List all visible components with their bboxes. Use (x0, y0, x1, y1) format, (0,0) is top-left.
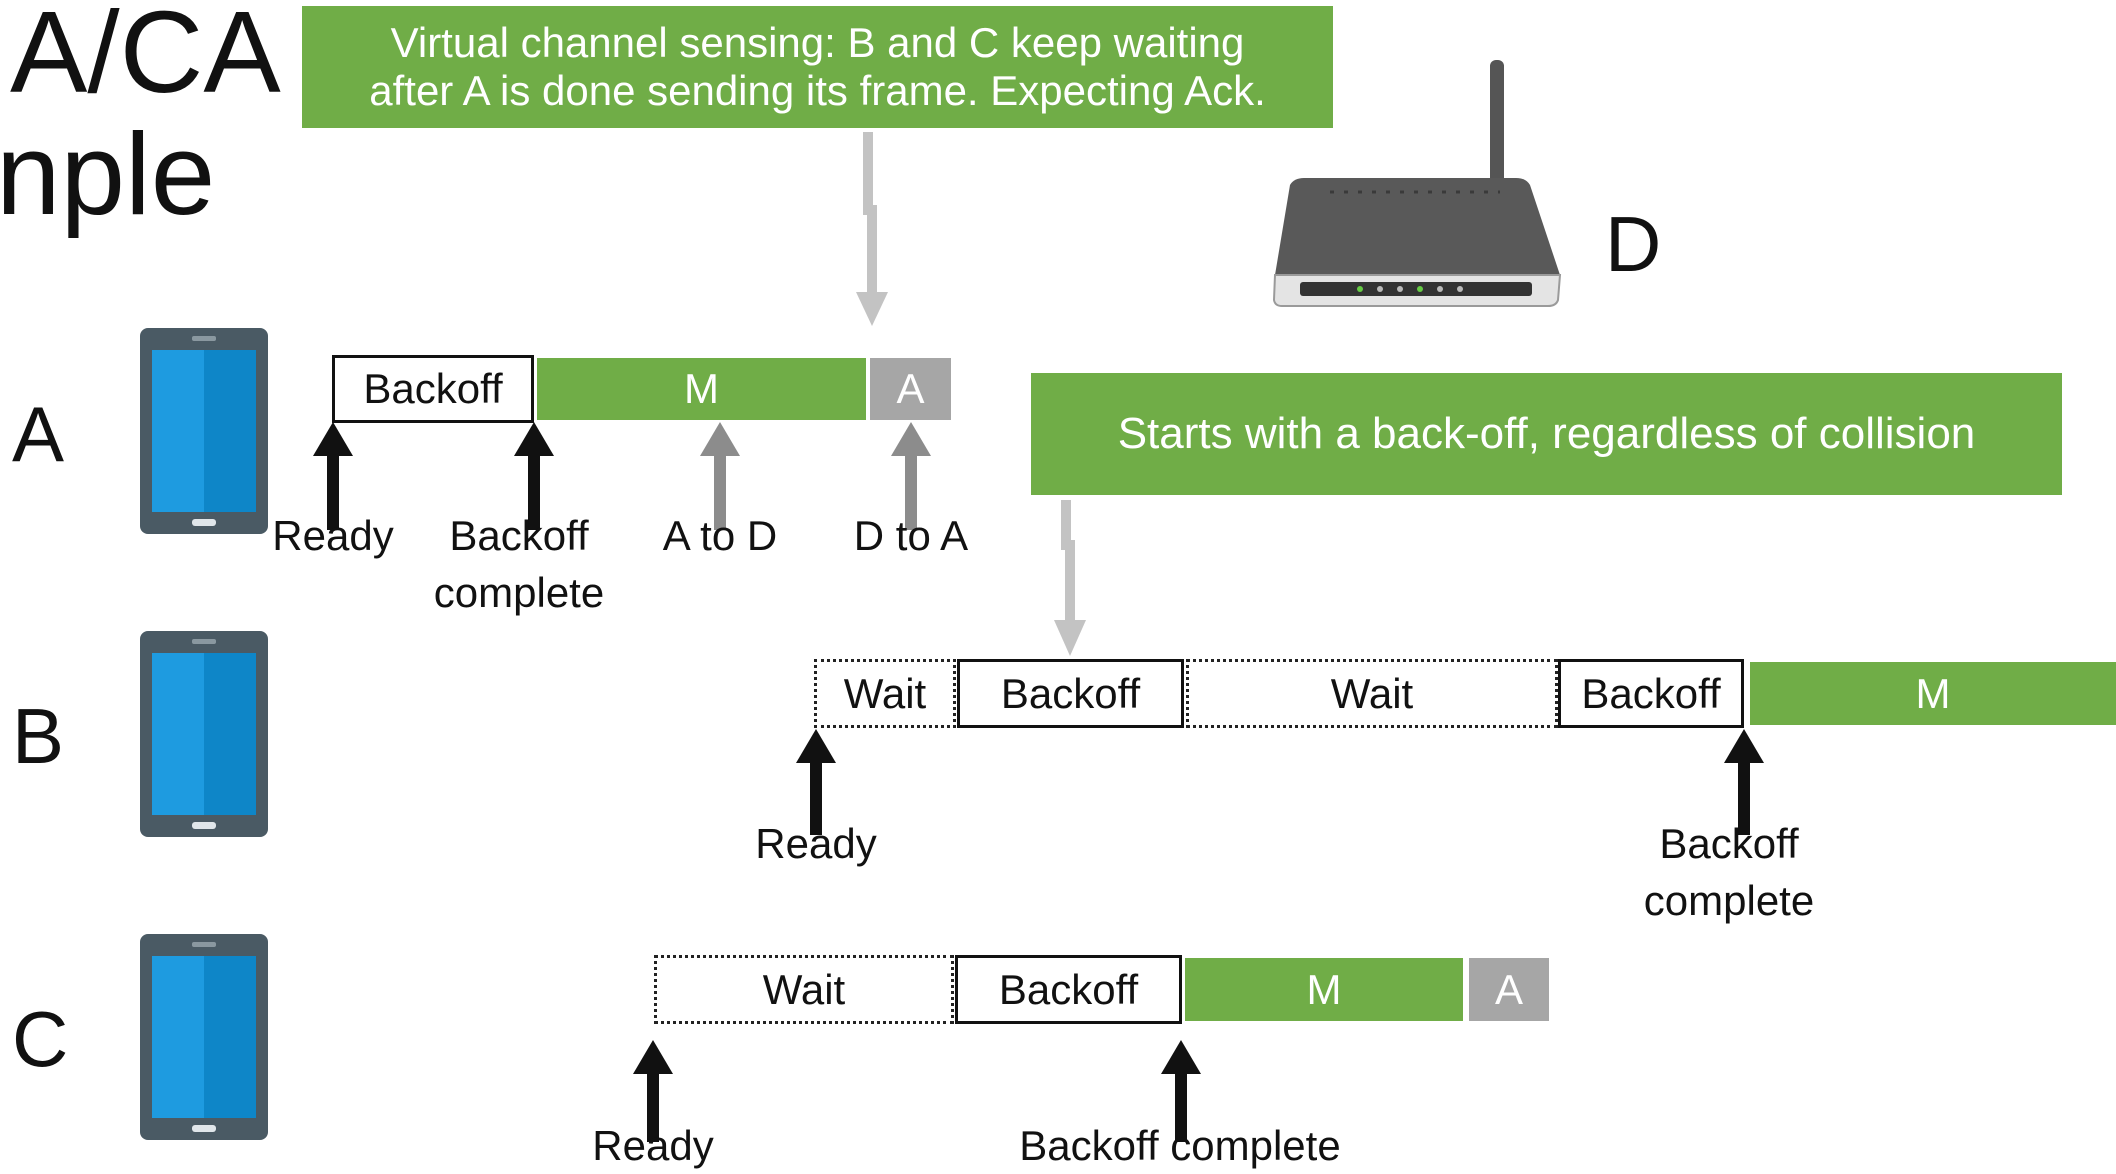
row-a-backoff-line-1: Backoff (449, 512, 589, 559)
row-a-backoff-segment: Backoff (332, 355, 534, 423)
title-line-2: nple (0, 109, 216, 239)
tablet-icon (140, 934, 268, 1140)
node-b-label: B (12, 692, 65, 780)
row-a-a-to-d-arrow (700, 422, 740, 530)
node-d-label: D (1605, 200, 1662, 288)
node-a-label: A (12, 390, 65, 478)
virtual-sensing-callout: Virtual channel sensing: B and C keep wa… (302, 6, 1333, 128)
row-c-backoff-segment: Backoff (955, 955, 1182, 1024)
row-b-wait-segment-2: Wait (1186, 659, 1558, 728)
row-b-backoff-complete-label: Backoff complete (1614, 815, 1844, 929)
row-a-backoff-complete-label: Backoff complete (404, 507, 634, 621)
row-b-backoff-segment-2: Backoff (1558, 659, 1744, 728)
title-line-1: A/CA (10, 0, 281, 117)
row-b-backoff-line-1: Backoff (1659, 820, 1799, 867)
row-a-ready-arrow (313, 422, 353, 530)
row-a-a-to-d-label: A to D (662, 512, 778, 559)
row-a-m-segment: M (537, 358, 866, 420)
row-c-backoff-complete-label: Backoff complete (1019, 1122, 1341, 1169)
router-icon (1272, 60, 1562, 307)
virtual-sensing-text-line-1: Virtual channel sensing: B and C keep wa… (390, 19, 1245, 66)
row-c-ready-arrow (633, 1040, 673, 1142)
row-b-m-segment: M (1750, 662, 2116, 725)
node-c-label: C (12, 995, 69, 1083)
backoff-note-callout: Starts with a back-off, regardless of co… (1031, 373, 2062, 495)
row-c-backoff-complete-arrow (1161, 1040, 1201, 1142)
row-b-backoff-line-2: complete (1643, 877, 1815, 924)
row-b-ready-arrow (796, 729, 836, 835)
backoff-note-text: Starts with a back-off, regardless of co… (1117, 409, 1976, 458)
row-a-d-to-a-label: D to A (853, 512, 969, 559)
row-c-wait-segment: Wait (654, 955, 954, 1024)
row-a-d-to-a-arrow (891, 422, 931, 530)
row-b-wait-segment-1: Wait (814, 659, 956, 728)
row-a-backoff-complete-arrow (514, 422, 554, 530)
row-b-backoff-complete-arrow (1724, 729, 1764, 835)
row-a-ready-label: Ready (272, 512, 394, 559)
row-c-ack-segment: A (1469, 958, 1549, 1021)
tablet-icon (140, 631, 268, 837)
tablet-icon (140, 328, 268, 534)
row-c-m-segment: M (1185, 958, 1463, 1021)
row-c-ready-label: Ready (592, 1122, 714, 1169)
row-b-backoff-segment-1: Backoff (957, 659, 1184, 728)
row-a-backoff-line-2: complete (433, 569, 605, 616)
row-a-ack-segment: A (870, 358, 951, 420)
virtual-sensing-text-line-2: after A is done sending its frame. Expec… (369, 67, 1266, 114)
row-b-ready-label: Ready (755, 820, 877, 867)
